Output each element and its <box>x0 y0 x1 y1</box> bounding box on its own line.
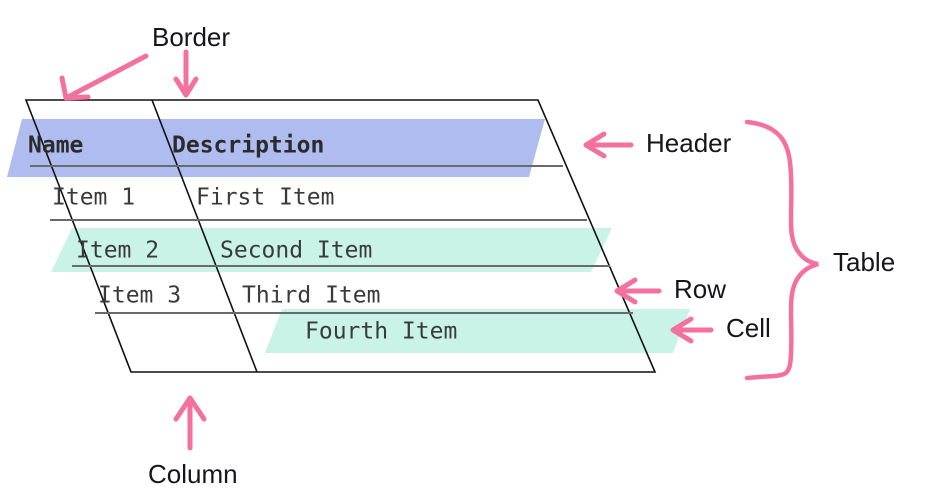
table-brace-icon <box>744 119 819 381</box>
label-cell: Cell <box>726 313 771 343</box>
row-highlight-band <box>51 228 612 272</box>
border-arrow-diagonal-icon <box>59 53 149 101</box>
label-border: Border <box>152 22 230 52</box>
cell-arrow-left-icon <box>670 316 714 344</box>
column-divider-line <box>151 99 258 373</box>
cell-name-row-1: Item 1 <box>52 185 135 211</box>
cell-name-row-3: Item 3 <box>98 283 181 309</box>
header-cell-name: Name <box>28 133 83 159</box>
label-row: Row <box>674 274 726 304</box>
header-highlight-band <box>7 119 545 177</box>
cell-name-row-2: Item 2 <box>76 238 159 264</box>
label-column: Column <box>148 459 238 489</box>
cell-description-row-2: Second Item <box>220 238 372 264</box>
cell-description-row-3: Third Item <box>242 283 380 309</box>
header-cell-description: Description <box>172 133 324 159</box>
header-arrow-left-icon <box>583 131 634 159</box>
label-table: Table <box>833 247 895 277</box>
column-arrow-up-icon <box>173 395 207 451</box>
label-header: Header <box>646 128 732 158</box>
cell-highlight-band <box>265 309 690 353</box>
border-arrow-down-icon <box>173 49 199 98</box>
cell-description-row-4: Fourth Item <box>305 319 457 345</box>
table-outer-border <box>24 99 657 373</box>
row-arrow-left-icon <box>614 277 662 305</box>
cell-description-row-1: First Item <box>196 185 334 211</box>
